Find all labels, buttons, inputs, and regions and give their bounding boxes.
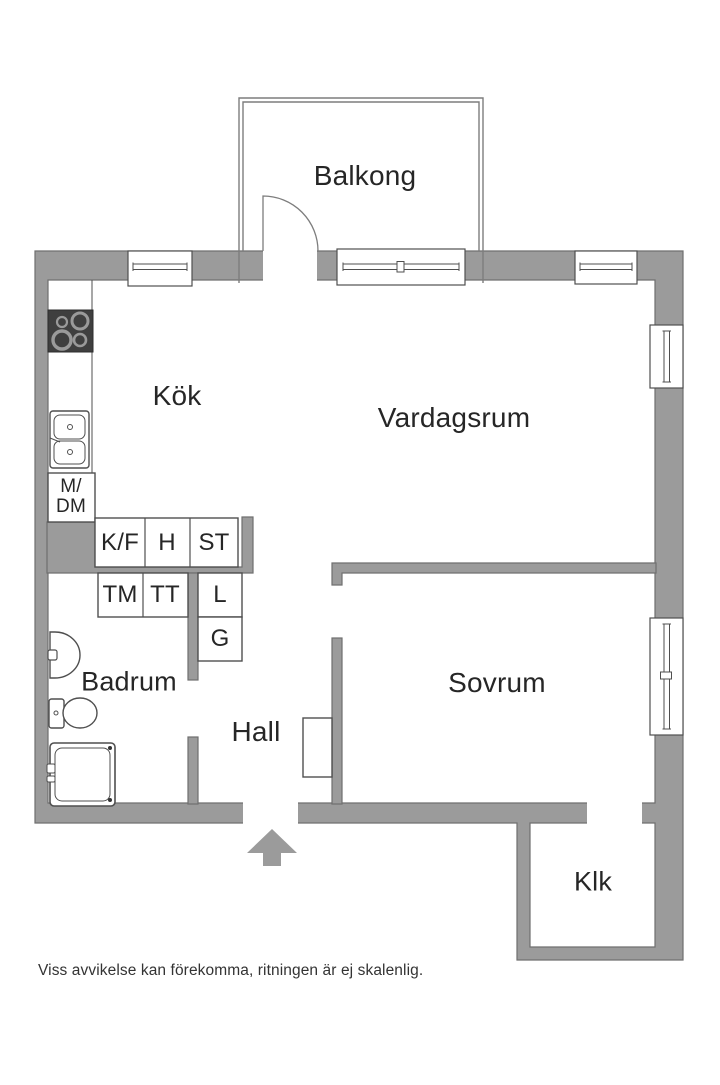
- dishwasher-box: [47, 472, 96, 523]
- shower-icon: [46, 742, 116, 807]
- bathroom-sink-icon: [47, 631, 81, 679]
- kitchen-cabinet-row: [94, 517, 239, 568]
- interior-wall-livingroom-bedroom: [331, 562, 657, 586]
- kitchen-window-icon: [127, 250, 193, 287]
- interior-wall-hall-bedroom: [331, 637, 343, 805]
- bedroom-window-icon: [649, 617, 684, 736]
- disclaimer-text: Viss avvikelse kan förekomma, ritningen …: [38, 962, 424, 979]
- livingroom-top-window-icon: [574, 250, 638, 285]
- balcony-window-icon: [336, 248, 466, 286]
- balcony-door-swing-icon: [262, 195, 319, 252]
- interior-wall-bathroom-lower: [187, 736, 199, 805]
- entrance-arrow-icon: [247, 829, 297, 866]
- entrance-door-opening: [243, 800, 298, 826]
- stove-icon: [47, 309, 94, 353]
- livingroom-side-window-icon: [649, 324, 684, 389]
- closet-door-opening: [587, 800, 642, 826]
- kitchen-sink-icon: [49, 410, 90, 469]
- interior-wall-bathroom-upper: [187, 572, 199, 681]
- balcony-door-opening: [263, 249, 317, 282]
- linen-closet-box: [197, 572, 243, 618]
- balcony-outline: [238, 97, 484, 283]
- toilet-icon: [48, 697, 98, 729]
- bedroom-door-icon: [302, 717, 333, 778]
- laundry-row: [97, 572, 189, 618]
- wardrobe-box: [197, 616, 243, 662]
